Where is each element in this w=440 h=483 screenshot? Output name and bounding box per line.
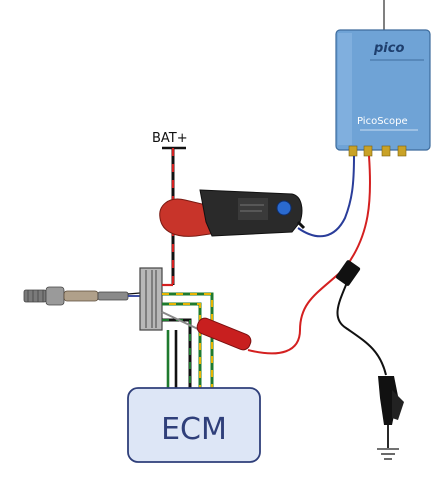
back-probe [161,311,252,351]
ecm-label: ECM [161,412,227,447]
ground-icon [377,448,399,460]
scope-red-lead [247,155,372,355]
scope-brand-label: pico [373,41,404,56]
lambda-sensor [23,286,141,306]
current-clamp [159,189,306,237]
inline-filter [335,260,361,286]
battery-label: BAT+ [152,131,188,146]
ecm-module: ECM [127,387,261,463]
scope-blue-lead [297,155,355,238]
scope-side-panel [338,33,352,145]
signal-wire-a [162,292,214,388]
ecm-box [127,387,261,463]
picoscope-unit: pico PicoScope [335,0,431,157]
harness-connector [139,267,163,331]
crocodile-clip [378,376,404,448]
scope-input-sockets [348,145,407,157]
scope-model-label: PicoScope [357,116,408,127]
ground-lead [336,279,387,376]
